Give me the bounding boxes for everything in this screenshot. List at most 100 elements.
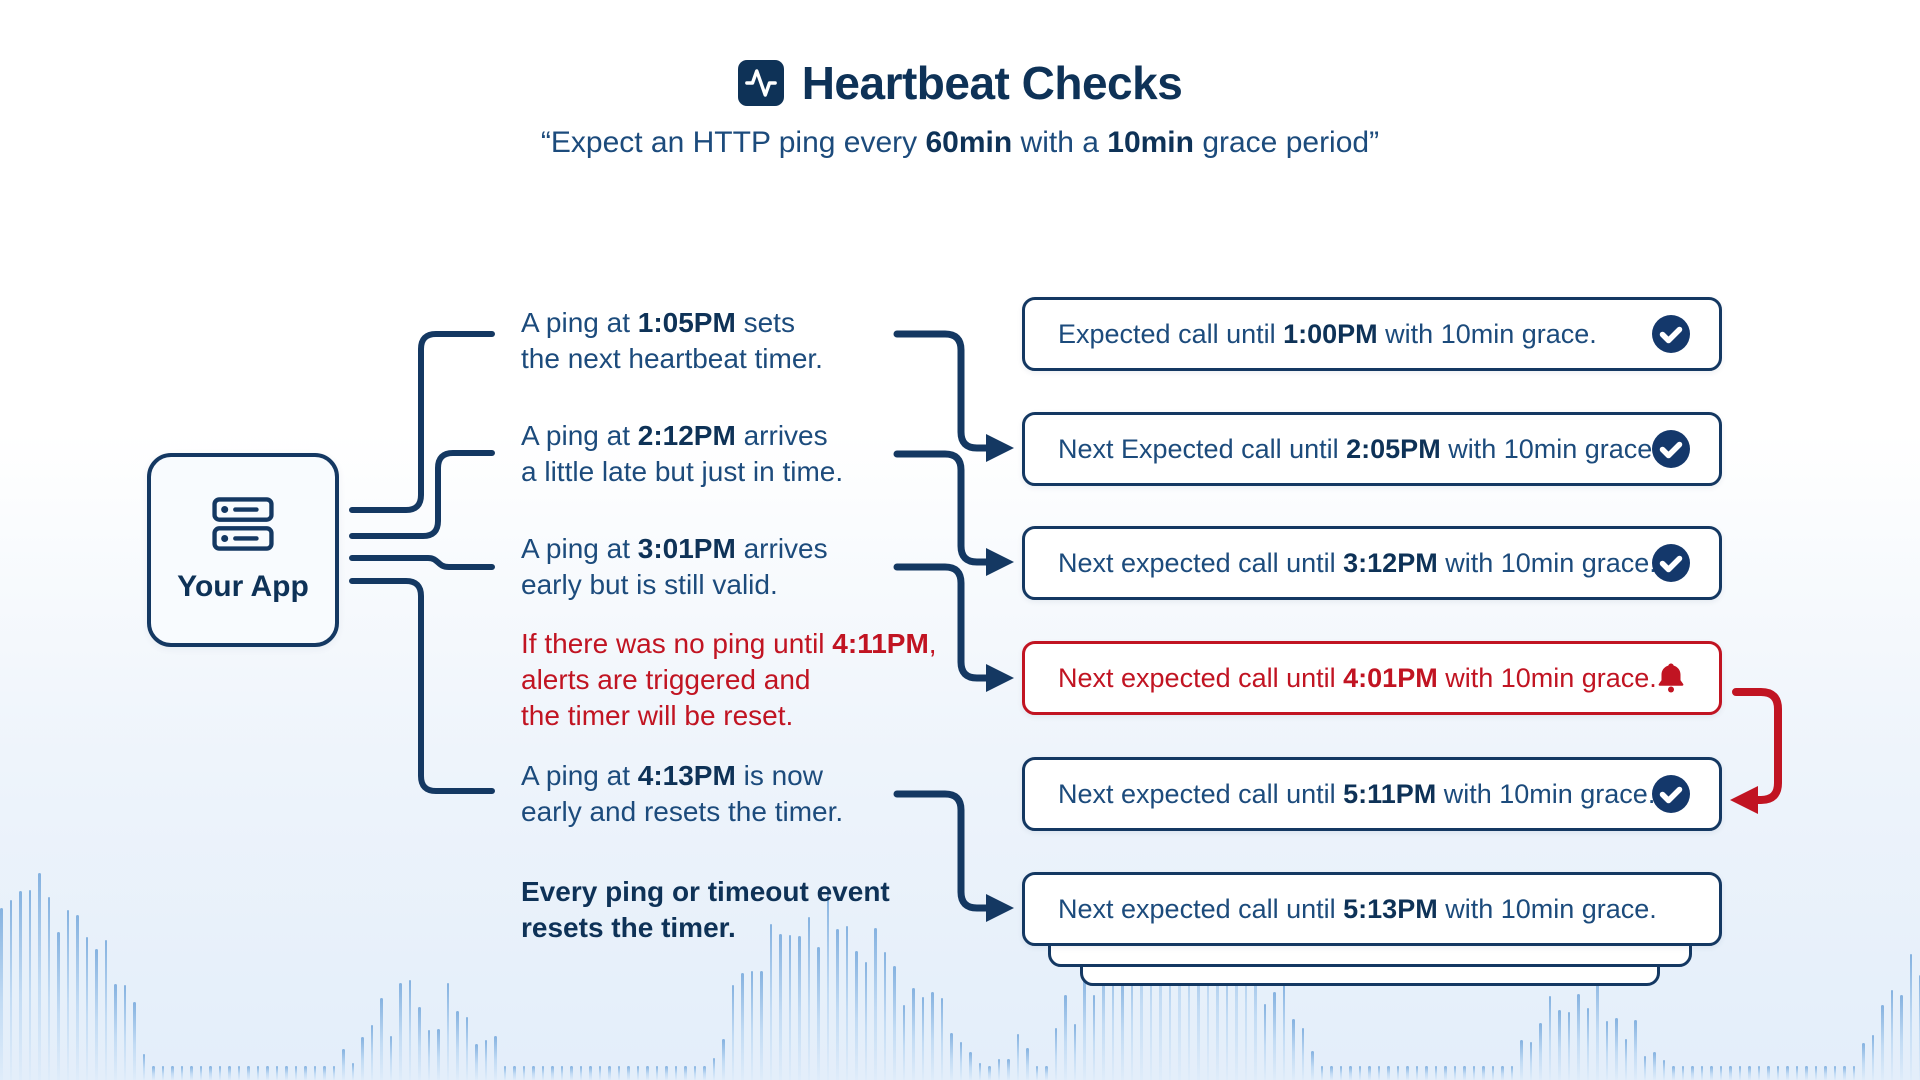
- waveform-bar: [1007, 1059, 1010, 1080]
- waveform-bar: [522, 1066, 525, 1080]
- waveform-bar: [798, 936, 801, 1080]
- waveform-bar: [703, 1066, 706, 1080]
- waveform-bar: [342, 1049, 345, 1080]
- waveform-bar: [209, 1066, 212, 1080]
- waveform-bar: [0, 908, 3, 1080]
- waveform-bar: [294, 1066, 297, 1080]
- waveform-bar: [1377, 1066, 1380, 1080]
- waveform-bar: [1444, 1066, 1447, 1080]
- waveform-bar: [180, 1066, 183, 1080]
- waveform-bar: [161, 1066, 164, 1080]
- waveform-bar: [1311, 1051, 1314, 1080]
- waveform-bar: [969, 1052, 972, 1080]
- waveform-bar: [598, 1066, 601, 1080]
- waveform-bar: [741, 973, 744, 1080]
- waveform-bar: [218, 1066, 221, 1080]
- waveform-bar: [921, 997, 924, 1080]
- waveform-bar: [1102, 956, 1105, 1080]
- waveform-bar: [1805, 1066, 1808, 1080]
- waveform-bar: [1738, 1066, 1741, 1080]
- waveform-bar: [1681, 1066, 1684, 1080]
- waveform-bar: [199, 1066, 202, 1080]
- waveform-bar: [1843, 1066, 1846, 1080]
- waveform-bar: [864, 962, 867, 1080]
- app-connector-ping-4: [349, 578, 495, 794]
- waveform-bar: [228, 1066, 231, 1080]
- waveform-bar: [627, 1066, 630, 1080]
- waveform-bar: [655, 1066, 658, 1080]
- waveform-bar: [1529, 1042, 1532, 1080]
- waveform-bar: [1586, 1008, 1589, 1080]
- waveform-bar: [1577, 994, 1580, 1080]
- waveform-bar: [1757, 1066, 1760, 1080]
- check-box-2: Next Expected call until 2:05PM with 10m…: [1022, 412, 1722, 486]
- check-text-5: Next expected call until 5:11PM with 10m…: [1058, 778, 1656, 809]
- waveform-bar: [9, 900, 12, 1080]
- waveform-bar: [1824, 1066, 1827, 1080]
- waveform-bar: [1092, 995, 1095, 1080]
- waveform-bar: [1244, 912, 1247, 1080]
- waveform-bar: [1396, 1066, 1399, 1080]
- waveform-bar: [551, 1066, 554, 1080]
- waveform-bar: [636, 1066, 639, 1080]
- waveform-bar: [1833, 1066, 1836, 1080]
- waveform-bar: [1472, 1066, 1475, 1080]
- waveform-bar: [1852, 1066, 1855, 1080]
- waveform-bar: [1026, 1048, 1029, 1080]
- check-circle-icon: [1651, 314, 1691, 354]
- waveform-bar: [1491, 1066, 1494, 1080]
- waveform-bar: [1140, 913, 1143, 1080]
- app-connector-ping-1: [349, 331, 495, 513]
- waveform-bar: [1729, 1066, 1732, 1080]
- waveform-bar: [247, 1066, 250, 1080]
- waveform-bar: [1187, 910, 1190, 1080]
- waveform-bar: [608, 1066, 611, 1080]
- waveform-bar: [646, 1066, 649, 1080]
- check-circle-icon: [1651, 429, 1691, 469]
- waveform-bar: [503, 1066, 506, 1080]
- waveform-bar: [1387, 1066, 1390, 1080]
- ping-arrowhead-1: [986, 434, 1014, 462]
- waveform-bar: [123, 985, 126, 1080]
- waveform-bar: [1064, 995, 1067, 1080]
- waveform-bar: [1520, 1040, 1523, 1080]
- ping-arrowhead-3: [986, 664, 1014, 692]
- waveform-bar: [722, 1039, 725, 1080]
- waveform-bar: [1871, 1035, 1874, 1080]
- waveform-bar: [1358, 1066, 1361, 1080]
- waveform-bar: [1415, 1066, 1418, 1080]
- waveform-bar: [1434, 1066, 1437, 1080]
- waveform-bar: [285, 1066, 288, 1080]
- server-icon: [212, 496, 274, 556]
- waveform-bar: [1330, 1066, 1333, 1080]
- waveform-bar: [1558, 1010, 1561, 1080]
- waveform-background: [0, 818, 1920, 1080]
- annotation-timeout-alert: If there was no ping until 4:11PM,alerts…: [521, 628, 937, 731]
- heartbeat-pulse-icon: [737, 60, 784, 106]
- waveform-bar: [1263, 1004, 1266, 1080]
- waveform-bar: [171, 1066, 174, 1080]
- waveform-bar: [38, 873, 41, 1080]
- waveform-bar: [1425, 1066, 1428, 1080]
- waveform-bar: [769, 924, 772, 1080]
- waveform-bar: [47, 897, 50, 1080]
- page-title: Heartbeat Checks: [801, 57, 1183, 109]
- waveform-bar: [475, 1044, 478, 1080]
- waveform-bar: [1548, 996, 1551, 1080]
- waveform-bar: [28, 890, 31, 1080]
- waveform-bar: [532, 1066, 535, 1080]
- waveform-bar: [114, 984, 117, 1080]
- waveform-bar: [1691, 1066, 1694, 1080]
- waveform-bar: [893, 966, 896, 1080]
- check-circle-icon: [1651, 543, 1691, 583]
- waveform-bar: [1159, 899, 1162, 1080]
- waveform-bar: [418, 1007, 421, 1080]
- waveform-bar: [950, 1033, 953, 1080]
- page-subtitle: “Expect an HTTP ping every 60min with a …: [540, 126, 1380, 159]
- waveform-bar: [1567, 1012, 1570, 1080]
- waveform-bar: [76, 915, 79, 1080]
- waveform-bar: [1349, 1066, 1352, 1080]
- waveform-bar: [1501, 1066, 1504, 1080]
